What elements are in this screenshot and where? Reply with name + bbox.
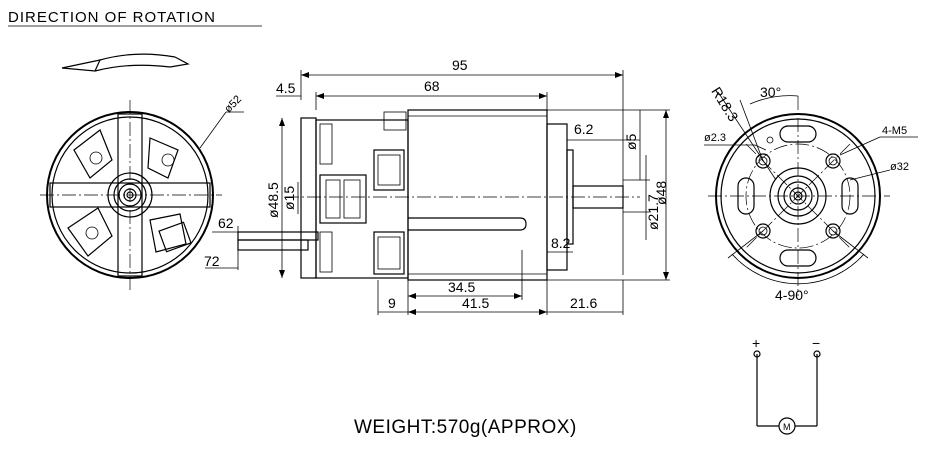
drawing-title: DIRECTION OF ROTATION (8, 9, 216, 26)
side-view (205, 70, 670, 315)
weight-label: WEIGHT:570g(APPROX) (354, 417, 577, 438)
dim-shaft-dia: ø5 (623, 133, 639, 150)
dim-pcd: ø32 (890, 161, 909, 173)
dim-angle-4x90: 4-90° (775, 287, 809, 303)
dim-boss-dia: ø21.7 (645, 194, 661, 230)
dim-body-length: 68 (424, 78, 440, 94)
dim-hub-dia: ø15 (281, 186, 297, 210)
dim-overall-length: 95 (452, 57, 468, 73)
dim-term-72: 72 (204, 253, 220, 269)
terminal-plus: + (752, 335, 760, 351)
motor-symbol-icon (778, 417, 796, 435)
dim-flange-dia: ø48.5 (265, 182, 281, 218)
dim-term-62: 62 (218, 215, 234, 231)
dim-body-dia: ø48 (653, 181, 669, 205)
motor-label: M (783, 422, 791, 432)
rotation-arrow-icon (61, 53, 190, 72)
terminal-minus: − (812, 335, 820, 351)
dim-angle-30: 30° (760, 84, 781, 100)
dim-span-41-5: 41.5 (462, 295, 489, 311)
dim-span-34-5: 34.5 (448, 279, 475, 295)
dim-radius: R18.3 (708, 84, 741, 124)
wiring-schematic (753, 350, 821, 435)
dim-boss-len: 8.2 (551, 235, 571, 251)
dim-shaft-len: 21.6 (570, 295, 597, 311)
right-end-view (704, 91, 918, 296)
dim-span-9: 9 (388, 295, 396, 311)
dim-shaft-step: 6.2 (574, 121, 594, 137)
left-end-view (40, 100, 244, 290)
dim-hole-small: ø2.3 (704, 132, 726, 144)
dim-thread: 4-M5 (882, 125, 907, 137)
dim-front-offset: 4.5 (276, 80, 296, 96)
